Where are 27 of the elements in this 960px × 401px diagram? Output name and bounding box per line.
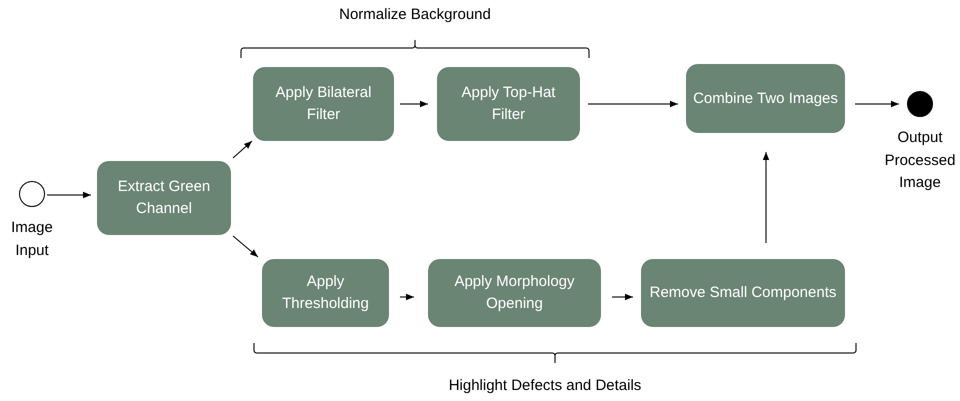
- process-box: [428, 259, 601, 327]
- group-label: Normalize Background: [339, 6, 491, 23]
- node-caption: Image Input: [10, 218, 54, 260]
- process-box: [262, 259, 389, 327]
- step-label: Combine Two Images: [692, 88, 839, 109]
- arrow: [400, 294, 414, 300]
- process-box: [686, 64, 845, 133]
- step-label: Apply Top-Hat Filter: [460, 83, 556, 125]
- group-label: Highlight Defects and Details: [448, 377, 642, 394]
- step-label: Apply Bilateral Filter: [274, 83, 372, 125]
- arrow: [762, 152, 770, 244]
- arrow: [46, 192, 92, 198]
- process-box: [97, 161, 231, 235]
- step-label: Apply Thresholding: [281, 272, 370, 314]
- arrow: [232, 236, 258, 258]
- arrow: [588, 100, 678, 108]
- process-box: [641, 259, 845, 327]
- arrow: [612, 294, 634, 300]
- arrow: [232, 140, 252, 158]
- node-caption: Output Processed Image: [884, 128, 956, 193]
- step-label: Remove Small Components: [648, 283, 838, 304]
- step-label: Extract Green Channel: [116, 177, 212, 219]
- arrow: [854, 100, 900, 108]
- arrow: [400, 100, 428, 108]
- process-box: [437, 67, 580, 141]
- step-label: Apply Morphology Opening: [453, 272, 576, 314]
- process-box: [253, 67, 394, 141]
